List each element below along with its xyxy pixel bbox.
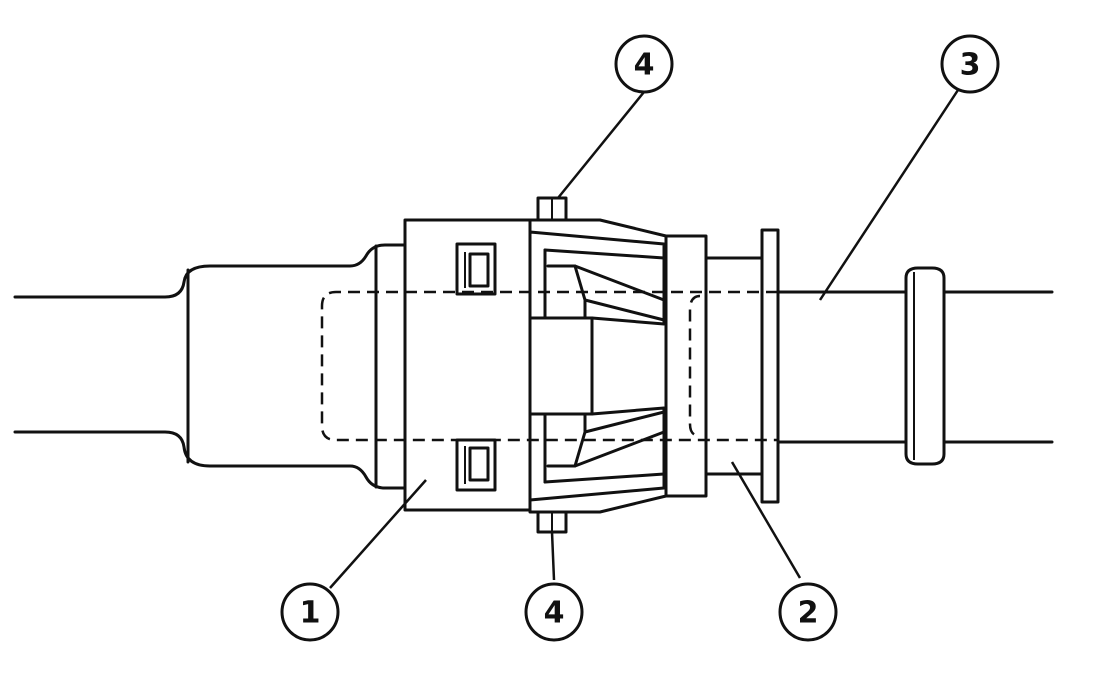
retainer-tab-top (536, 196, 568, 222)
left-tube (13, 243, 407, 490)
callout-1: 1 (280, 582, 340, 642)
collar-ring (664, 234, 708, 498)
callout-3: 3 (940, 34, 1000, 94)
inserted-tube-hidden-outline (320, 290, 778, 442)
leader-lines (329, 89, 960, 589)
callout-2-label: 2 (798, 596, 819, 631)
callout-1-label: 1 (300, 596, 321, 631)
right-tube (776, 266, 1054, 466)
spacer-sleeve (704, 256, 766, 476)
callout-3-label: 3 (960, 48, 981, 83)
connector-body (403, 218, 532, 512)
retainer-clip (528, 218, 668, 514)
callout-4-top-label: 4 (634, 48, 655, 83)
callout-4-bottom-label: 4 (544, 596, 565, 631)
callout-4-bottom: 4 (524, 582, 584, 642)
callout-2: 2 (778, 582, 838, 642)
flange-plate (760, 228, 780, 504)
callout-4-top: 4 (614, 34, 674, 94)
